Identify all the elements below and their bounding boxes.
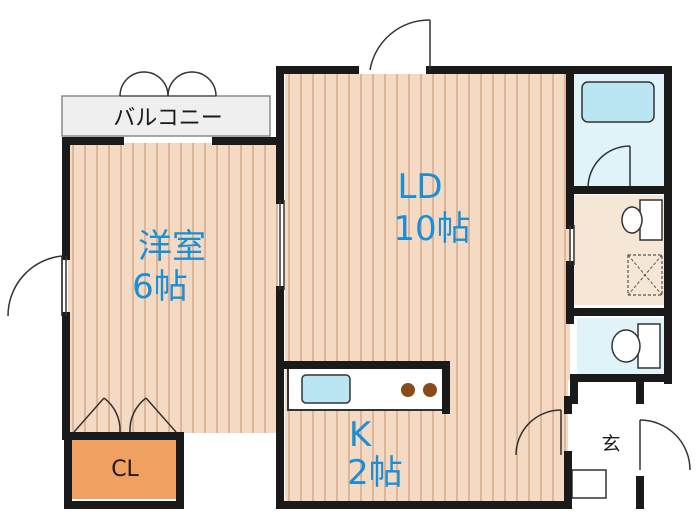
ld-room-size: 10帖 xyxy=(393,209,470,249)
kitchen-room-name: K xyxy=(349,415,373,455)
ld-top-door-icon xyxy=(369,19,431,71)
balcony-door-icon xyxy=(119,71,169,97)
balcony-door-icon-2 xyxy=(167,71,217,97)
western-room-name: 洋室 xyxy=(138,227,206,267)
walls xyxy=(62,66,672,509)
entrance-door-icon-2 xyxy=(639,419,691,471)
west-door-icon xyxy=(7,255,63,317)
closet-door-icon xyxy=(73,397,121,433)
stove-burner-icon xyxy=(401,383,437,397)
bathtub-icon xyxy=(581,81,655,123)
kitchen-room-size: 2帖 xyxy=(347,453,403,493)
entrance-label: 玄 xyxy=(601,433,620,455)
kitchen-counter xyxy=(287,367,447,411)
balcony: バルコニー xyxy=(61,71,271,137)
ld-floor xyxy=(285,74,570,502)
sink-icon xyxy=(301,374,351,404)
bath-door-icon xyxy=(587,145,631,189)
washer-space-icon xyxy=(627,254,663,296)
ld-room-name: LD xyxy=(397,167,442,207)
entrance-door-icon xyxy=(515,409,562,456)
western-room-floor xyxy=(68,143,278,433)
balcony-label: バルコニー xyxy=(113,106,223,131)
closet-label: CL xyxy=(111,457,139,482)
shoe-box xyxy=(571,469,607,499)
toilet-icon xyxy=(611,323,661,369)
balcony-area xyxy=(61,95,271,137)
western-room-size: 6帖 xyxy=(132,267,188,307)
closet xyxy=(72,437,178,499)
closet-door-icon-2 xyxy=(129,397,177,433)
washbasin-icon xyxy=(621,199,663,241)
